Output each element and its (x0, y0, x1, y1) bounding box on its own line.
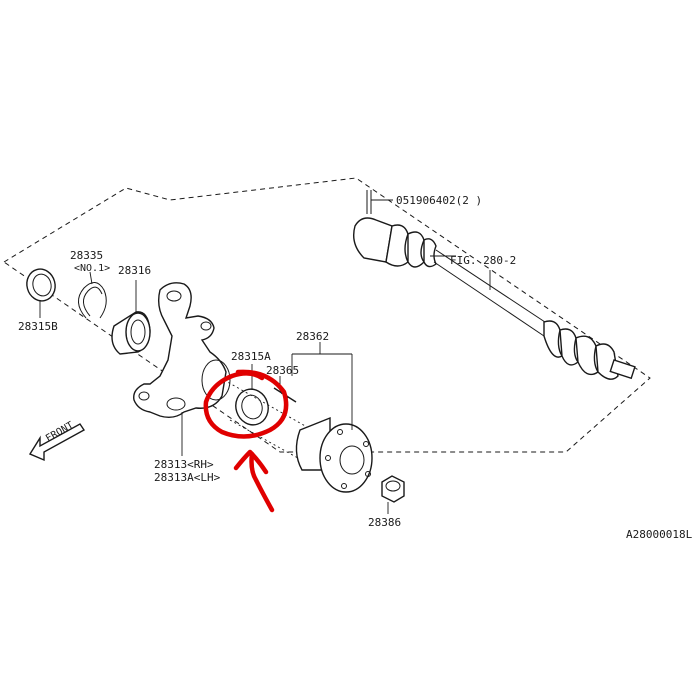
red-markup (203, 369, 289, 513)
label-28335: 28335 (70, 249, 103, 262)
bearing-28316 (111, 280, 151, 355)
label-28365: 28365 (266, 364, 299, 377)
drive-shaft (352, 190, 636, 380)
label-diagram-code: A28000018L (626, 528, 693, 541)
front-arrow (28, 423, 86, 462)
assembly-boundary (3, 177, 651, 453)
seal-28315a (235, 364, 269, 426)
markup-arrow-head (233, 449, 269, 475)
nut-28386 (381, 475, 405, 514)
label-bolt: 051906402(2 ) (396, 194, 482, 207)
hub-28362 (223, 342, 373, 493)
label-28313a-lh: 28313A<LH> (154, 471, 221, 484)
label-28315b: 28315B (18, 320, 58, 333)
markup-circle (203, 369, 289, 439)
snap-ring-28335 (78, 271, 107, 319)
label-28316: 28316 (118, 264, 151, 277)
label-28362: 28362 (296, 330, 329, 343)
label-28315a: 28315A (231, 350, 271, 363)
label-28335-note: <NO.1> (74, 263, 110, 274)
label-fig-ref: FIG. 280-2 (450, 254, 516, 267)
markup-arrow-shaft (249, 451, 275, 513)
knuckle-28313 (133, 282, 231, 456)
label-28313-rh: 28313<RH> (154, 458, 214, 471)
seal-28315b (26, 268, 56, 318)
label-28386: 28386 (368, 516, 401, 529)
